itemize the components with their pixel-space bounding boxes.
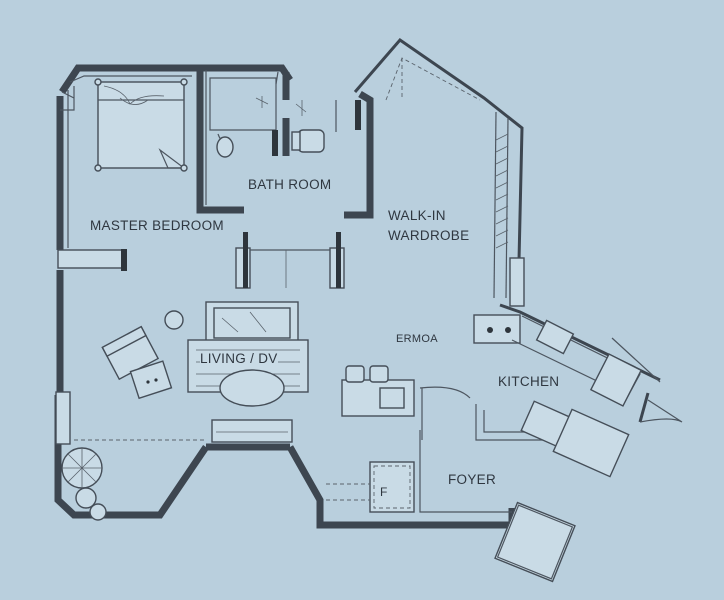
fridge-tag: F bbox=[380, 485, 388, 499]
living-label: LIVING / DV bbox=[200, 351, 278, 367]
partitions bbox=[235, 232, 345, 289]
walk-in-label: WALK-IN bbox=[388, 208, 446, 223]
living-furniture bbox=[74, 301, 309, 443]
area-tag-label: ERMOA bbox=[396, 333, 438, 345]
bed bbox=[94, 78, 188, 172]
master-bedroom-label: MASTER BEDROOM bbox=[90, 218, 224, 233]
outer-walls bbox=[54, 38, 661, 529]
kitchen-fixtures bbox=[341, 314, 683, 478]
wall-details bbox=[55, 75, 192, 445]
plants bbox=[61, 447, 107, 521]
wardrobe-label: WARDROBE bbox=[388, 228, 470, 243]
foyer-label: FOYER bbox=[448, 472, 497, 487]
kitchen-label: KITCHEN bbox=[498, 374, 560, 389]
bath-room-label: BATH ROOM bbox=[248, 177, 332, 192]
foyer-fixtures bbox=[326, 430, 576, 583]
bathroom-walls bbox=[196, 70, 374, 219]
wardrobe-rack bbox=[385, 57, 525, 307]
